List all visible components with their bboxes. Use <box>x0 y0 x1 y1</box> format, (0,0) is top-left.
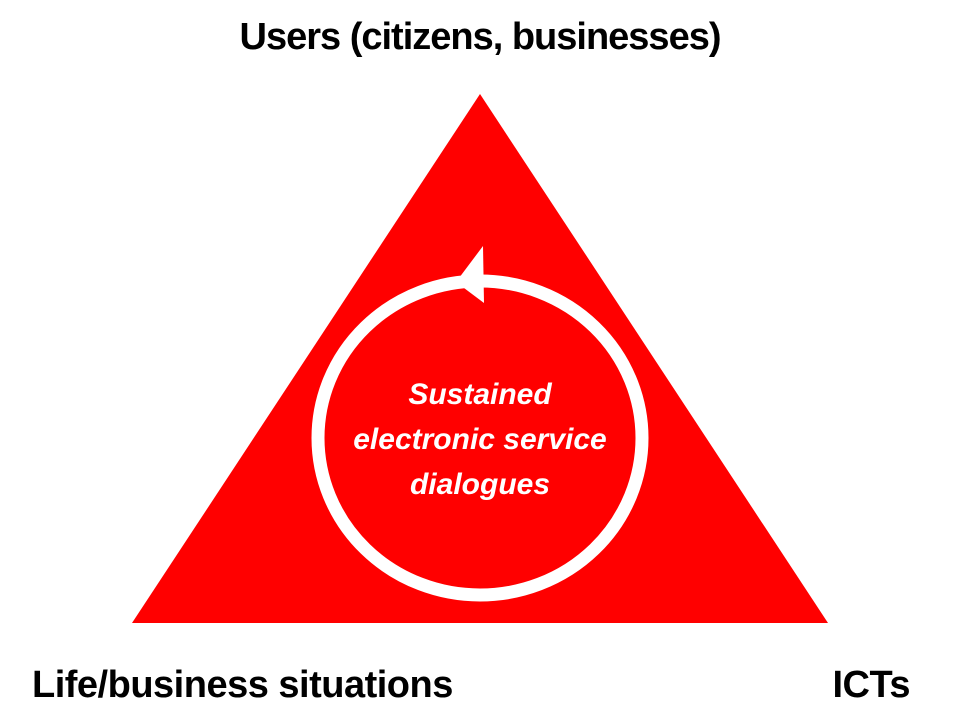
red-triangle-shape <box>132 94 828 623</box>
users-vertex-label: Users (citizens, businesses) <box>239 16 722 58</box>
circle-caption-line-2: electronic service <box>353 423 607 456</box>
icts-vertex-label: ICTs <box>832 664 910 706</box>
life-business-vertex-label: Life/business situations <box>32 664 453 706</box>
counterclockwise-arrowhead-icon <box>456 246 484 303</box>
circle-caption-line-1: Sustained <box>408 378 552 411</box>
circle-caption-line-3: dialogues <box>409 468 551 501</box>
circle-caption: Sustained electronic service dialogues <box>310 372 650 507</box>
